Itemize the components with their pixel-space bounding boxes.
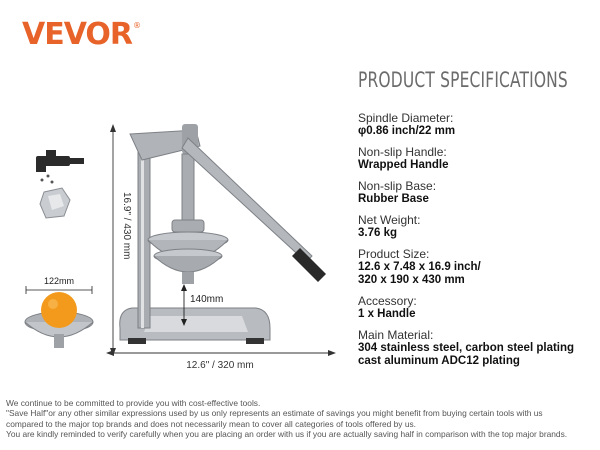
spec-label: Net Weight: [358, 213, 421, 227]
disclaimer-line: compared to the major top brands and doe… [6, 418, 416, 429]
cup-dimension-label: 122mm [44, 276, 74, 286]
brand-name: VEVOR [22, 17, 133, 52]
spec-size: Product Size: 12.6 x 7.48 x 16.9 inch/ 3… [358, 247, 594, 287]
spec-label: Non-slip Base: [358, 179, 437, 193]
spec-value: 304 stainless steel, carbon steel platin… [358, 342, 575, 354]
spec-label: Accessory: [358, 294, 417, 308]
height-dimension-label: 16.9" / 430 mm [121, 192, 132, 259]
spec-spindle: Spindle Diameter: φ0.86 inch/22 mm [358, 111, 594, 138]
orange-cup-illustration: 122mm [24, 276, 94, 348]
spec-accessory: Accessory: 1 x Handle [358, 294, 594, 321]
disclaimer-line: "Save Half"or any other similar expressi… [6, 408, 543, 419]
disclaimer-line: We continue to be committed to provide y… [6, 398, 261, 408]
brand-registered-mark: ® [133, 21, 141, 30]
spec-value-line2: cast aluminum ADC12 plating [358, 355, 520, 367]
faucet-icon [36, 150, 84, 219]
spec-value: φ0.86 inch/22 mm [358, 125, 456, 137]
spec-value: 3.76 kg [358, 227, 397, 239]
spec-label: Main Material: [358, 328, 434, 342]
spec-value: 12.6 x 7.48 x 16.9 inch/ [358, 261, 481, 273]
spec-value: Rubber Base [358, 193, 429, 205]
disclaimer-text: We continue to be committed to provide y… [6, 398, 598, 440]
width-dimension-label: 12.6" / 320 mm [186, 360, 253, 371]
spec-base: Non-slip Base: Rubber Base [358, 179, 594, 206]
spec-weight: Net Weight: 3.76 kg [358, 213, 594, 240]
spec-value: 1 x Handle [358, 308, 416, 320]
juicer-product-image: 16.9" / 430 mm 140mm 12.6" / 320 mm [106, 124, 336, 371]
spec-label: Product Size: [358, 247, 430, 261]
clearance-dimension-label: 140mm [190, 294, 223, 305]
section-title: PRODUCT SPECIFICATIONS [358, 68, 568, 92]
spec-list: Spindle Diameter: φ0.86 inch/22 mm Non-s… [358, 111, 594, 375]
spec-value: Wrapped Handle [358, 159, 449, 171]
spec-handle: Non-slip Handle: Wrapped Handle [358, 145, 594, 172]
spec-value-line2: 320 x 190 x 430 mm [358, 274, 465, 286]
spec-label: Non-slip Handle: [358, 145, 447, 159]
spec-material: Main Material: 304 stainless steel, carb… [358, 328, 594, 368]
brand-logo: VEVOR® [22, 17, 141, 52]
disclaimer-line: You are kindly reminded to verify carefu… [6, 429, 568, 440]
spec-label: Spindle Diameter: [358, 111, 454, 125]
